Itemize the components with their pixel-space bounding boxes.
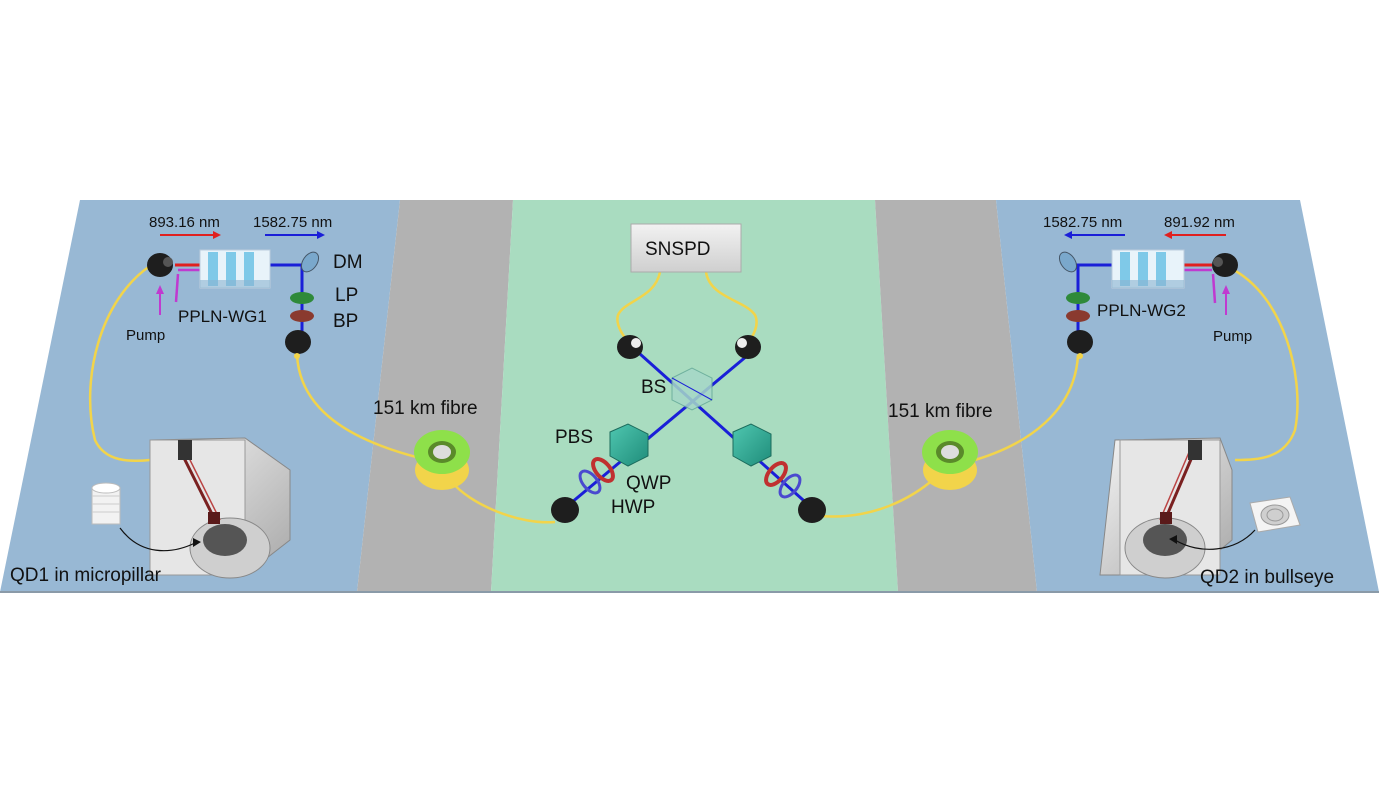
fibre-ppln1-to-spool <box>295 354 421 460</box>
input-coupler-left <box>551 497 579 523</box>
label-lp-left: LP <box>335 285 358 306</box>
fibre-spool-right <box>922 430 978 490</box>
polarising-beam-splitter-left <box>609 423 649 467</box>
label-fibre-left: 151 km fibre <box>373 398 478 419</box>
label-pump-right: Pump <box>1213 328 1252 345</box>
micropillar-icon <box>91 482 121 525</box>
half-wave-plate-left <box>578 469 602 495</box>
label-ppln-wg1: PPLN-WG1 <box>178 307 267 326</box>
beam-splitter-icon <box>671 367 713 411</box>
cryostat-qd2 <box>1099 437 1233 579</box>
label-bp-left: BP <box>333 311 358 332</box>
label-hwp: HWP <box>611 497 655 518</box>
ppln-waveguide-2 <box>1111 249 1185 289</box>
label-qd2: QD2 in bullseye <box>1200 567 1334 588</box>
right-lab-zone <box>996 200 1379 592</box>
fibre-qd2-to-ppln2 <box>1229 266 1299 462</box>
dichroic-mirror-icon <box>300 251 320 273</box>
fibre-center-to-spool2 <box>819 477 936 518</box>
fibres <box>88 264 1299 524</box>
label-left-output-wavelength: 1582.75 nm <box>253 214 332 231</box>
longpass-filter-icon <box>1066 292 1090 304</box>
longpass-filter-icon <box>290 292 314 304</box>
label-snspd: SNSPD <box>645 239 710 260</box>
left-fibre-zone <box>357 200 513 592</box>
quarter-wave-plate-right <box>764 461 788 487</box>
label-right-output-wavelength: 1582.75 nm <box>1043 214 1122 231</box>
fibre-spool1-to-center <box>449 479 556 524</box>
input-coupler-right <box>798 497 826 523</box>
fibre-qd1-to-ppln <box>88 264 151 463</box>
detector-coupler-left <box>617 335 643 359</box>
quarter-wave-plate-left <box>591 457 615 483</box>
polarising-beam-splitter-right <box>732 423 772 467</box>
cryostat-qd1 <box>149 437 291 579</box>
label-qd1: QD1 in micropillar <box>10 565 162 586</box>
ppln-waveguide-1 <box>199 249 271 289</box>
bandpass-filter-icon <box>290 310 314 322</box>
bullseye-icon <box>1249 496 1301 533</box>
label-left-input-wavelength: 893.16 nm <box>149 214 220 231</box>
label-pump-left: Pump <box>126 327 165 344</box>
label-right-input-wavelength: 891.92 nm <box>1164 214 1235 231</box>
detector-coupler-right <box>735 335 761 359</box>
label-fibre-right: 151 km fibre <box>888 401 993 422</box>
dichroic-mirror-icon <box>1058 251 1078 273</box>
fibre-coupler-icon <box>1067 330 1093 354</box>
fibre-spool2-to-ppln2 <box>967 354 1080 464</box>
fibre-coupler-icon <box>285 330 311 354</box>
fibre-spool-left <box>414 430 470 490</box>
label-dm-left: DM <box>333 252 363 273</box>
snspd-box <box>630 223 742 273</box>
label-pbs: PBS <box>555 427 593 448</box>
label-ppln-wg2: PPLN-WG2 <box>1097 301 1186 320</box>
half-wave-plate-right <box>778 473 802 499</box>
label-bs: BS <box>641 377 666 398</box>
bandpass-filter-icon <box>1066 310 1090 322</box>
label-qwp: QWP <box>626 473 671 494</box>
